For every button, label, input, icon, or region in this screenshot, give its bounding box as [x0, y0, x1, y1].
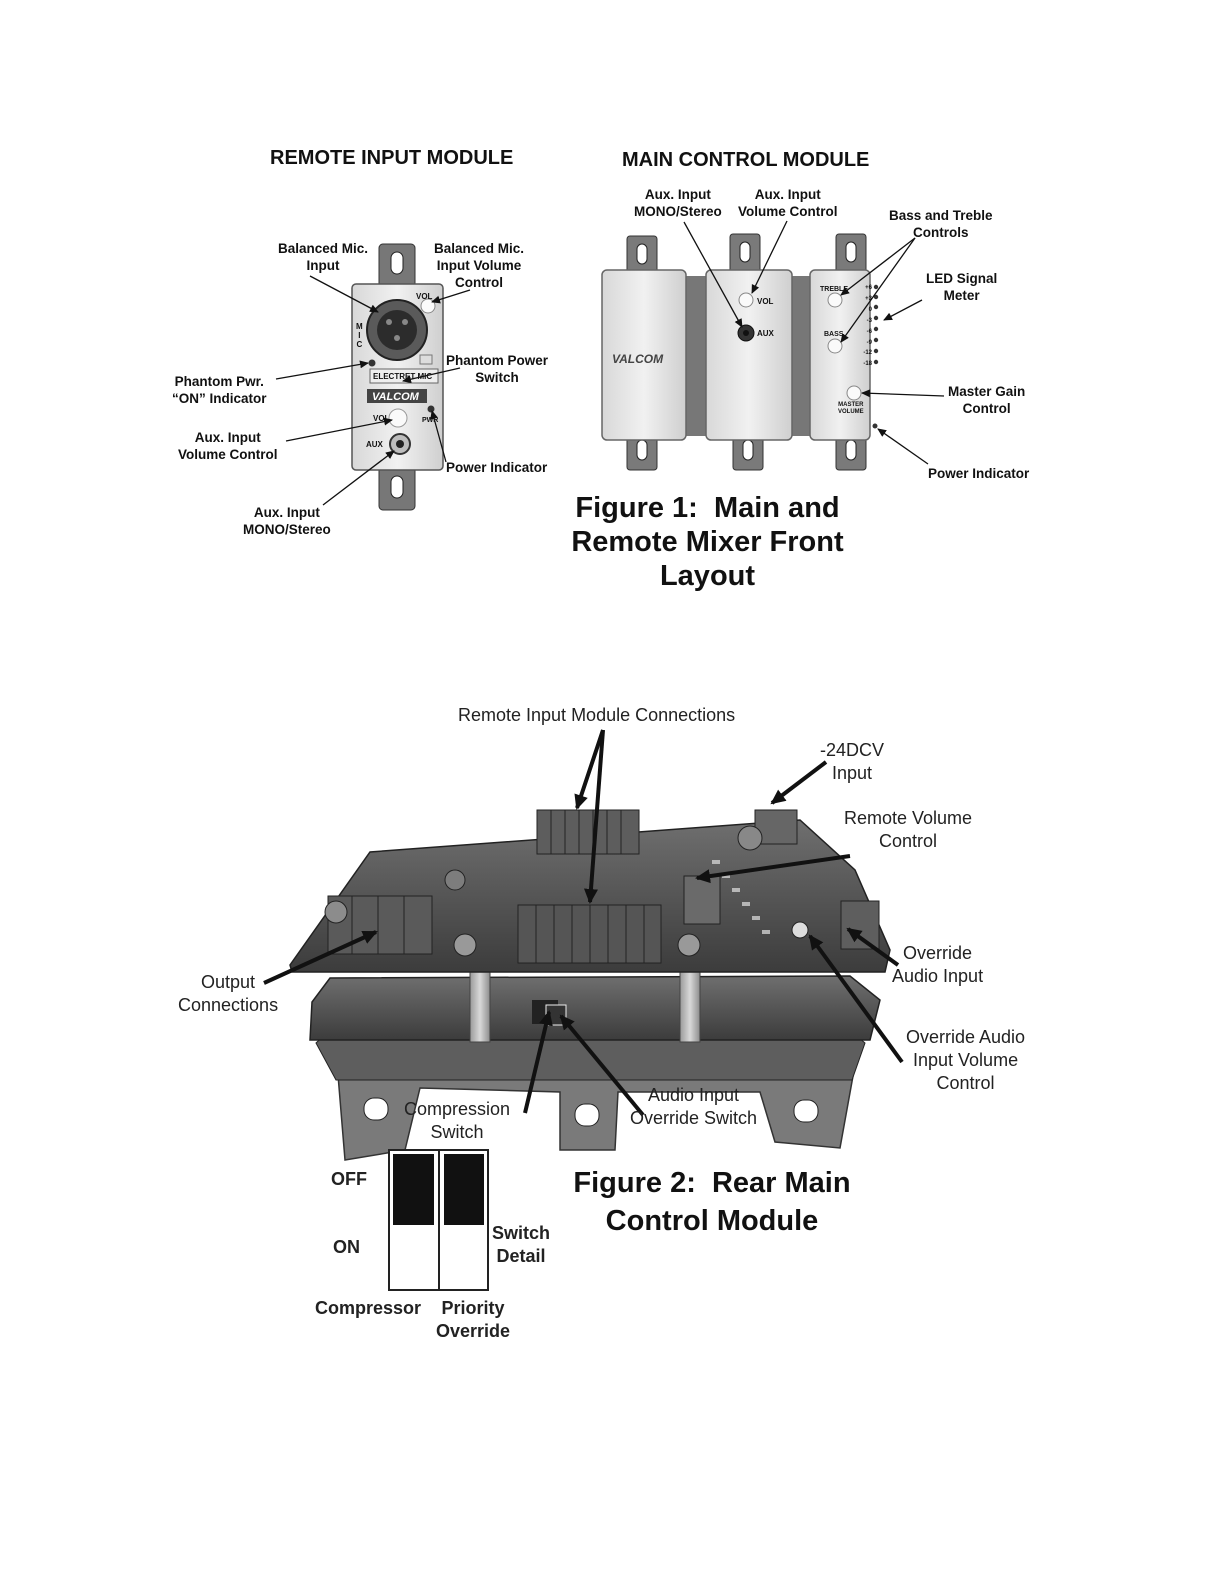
label-balanced-mic-input: Balanced Mic. Input	[278, 241, 369, 273]
remote-aux-text: AUX	[366, 440, 383, 449]
main-control-module-title: MAIN CONTROL MODULE	[622, 149, 870, 171]
label-remote-connections: Remote Input Module Connections	[458, 705, 736, 725]
switch-detail-title: Switch Detail	[492, 1223, 551, 1266]
label-remote-aux-volume: Aux. Input Volume Control	[178, 430, 278, 462]
label-master-gain: Master Gain Control	[948, 384, 1026, 416]
label-override-audio-input: Override Audio Input	[892, 943, 984, 986]
figure2-arrows	[263, 729, 904, 1117]
label-remote-aux-mono: Aux. Input MONO/Stereo	[243, 505, 331, 537]
remote-input-module-title: REMOTE INPUT MODULE	[270, 147, 514, 169]
figure1-leaders	[275, 220, 945, 506]
switch-detail-graphic	[388, 1149, 489, 1291]
label-dc-input: -24DCV Input	[820, 740, 885, 783]
remote-valcom-logo: VALCOM	[372, 391, 419, 403]
label-compression-switch: Compression Switch	[404, 1099, 511, 1142]
label-bass-treble: Bass and Treble Controls	[889, 208, 993, 240]
label-remote-volume: Remote Volume Control	[844, 808, 973, 851]
main-bass-text: BASS	[824, 331, 844, 338]
switch-compressor-label: Compressor	[315, 1298, 422, 1318]
remote-vol-text: VOL	[416, 292, 433, 301]
main-meter-scale: +6 +3 0 -3 -6 -9 -12 -18	[863, 285, 872, 368]
main-vol-text: VOL	[757, 297, 774, 306]
remote-mic-text: M I C	[356, 322, 363, 349]
main-master-text: MASTER VOLUME	[838, 402, 864, 415]
label-phantom-switch: Phantom Power Switch	[446, 353, 549, 385]
label-led-meter: LED Signal Meter	[926, 271, 998, 303]
remote-pwr-text: PWR	[422, 417, 439, 424]
label-override-switch: Audio Input Override Switch	[630, 1085, 758, 1128]
main-treble-text: TREBLE	[820, 286, 848, 293]
remote-vol2-text: VOL	[373, 414, 390, 423]
label-main-power-indicator: Power Indicator	[928, 466, 1030, 481]
switch-on-label: ON	[333, 1237, 360, 1257]
switch-off-label: OFF	[331, 1169, 367, 1189]
label-override-volume: Override Audio Input Volume Control	[906, 1027, 1026, 1093]
label-main-aux-mono: Aux. Input MONO/Stereo	[634, 187, 722, 219]
label-remote-power-indicator: Power Indicator	[446, 460, 548, 475]
label-main-aux-volume: Aux. Input Volume Control	[738, 187, 838, 219]
main-valcom-logo: VALCOM	[612, 352, 664, 366]
main-module-photo	[601, 233, 879, 471]
label-balanced-mic-volume: Balanced Mic. Input Volume Control	[434, 241, 525, 290]
main-aux-text: AUX	[757, 329, 774, 338]
label-output-connections: Output Connections	[178, 972, 279, 1015]
label-phantom-indicator: Phantom Pwr. “ON” Indicator	[172, 374, 267, 406]
figure2-caption: Figure 2: Rear Main Control Module	[573, 1167, 851, 1237]
figure1-caption: Figure 1: Main and Remote Mixer Front La…	[571, 492, 844, 592]
remote-electret-text: ELECTRET MIC	[373, 372, 433, 381]
switch-priority-override-label: Priority Override	[436, 1298, 511, 1341]
